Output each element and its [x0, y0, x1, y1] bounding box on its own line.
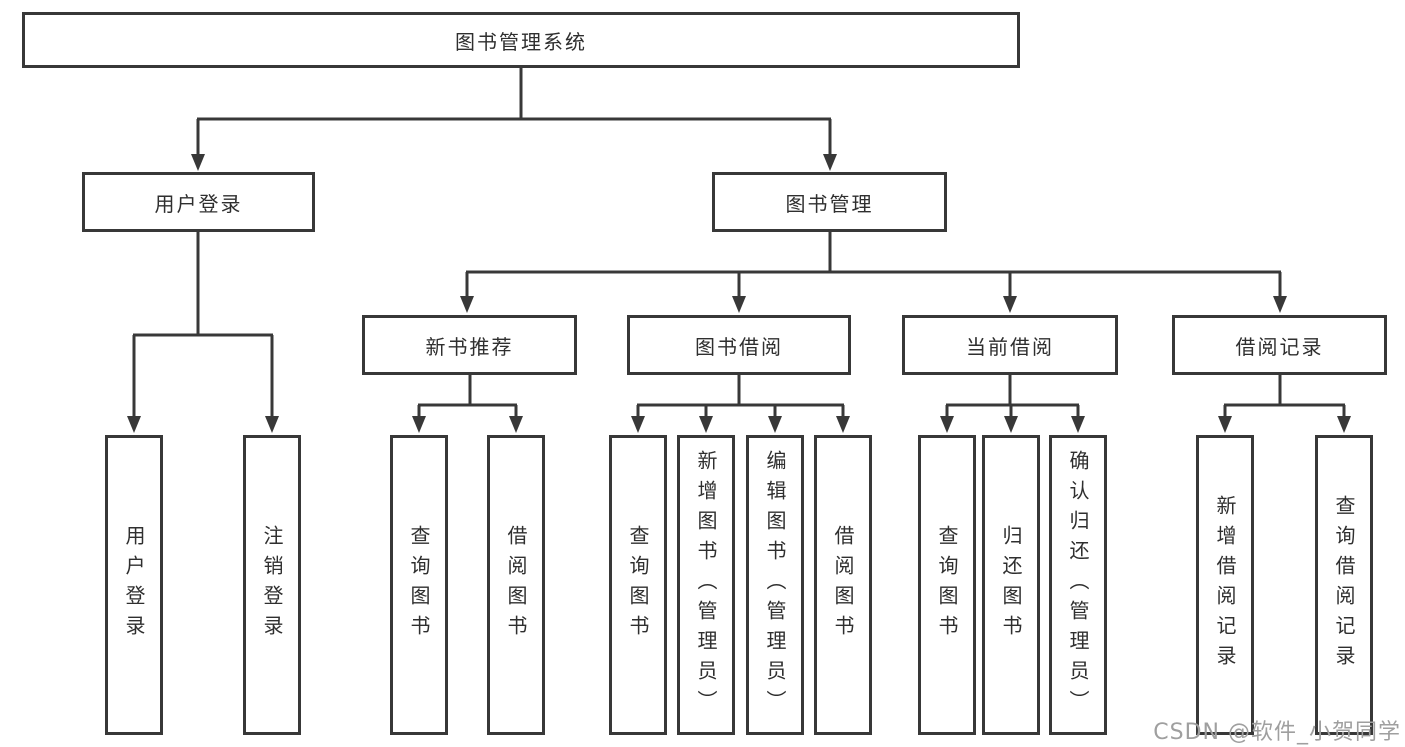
- leaf-user-login: 用户登录: [105, 435, 163, 735]
- node-current-borrowing: 当前借阅: [902, 315, 1118, 375]
- node-book-management: 图书管理: [712, 172, 947, 232]
- node-label: 图书管理系统: [455, 29, 587, 54]
- leaf-return-books: 归还图书: [982, 435, 1040, 735]
- node-label: 图书管理: [785, 191, 874, 216]
- leaf-label: 查询图书: [626, 525, 650, 645]
- leaf-label: 借阅图书: [504, 525, 528, 645]
- leaf-label: 新增图书（管理员）: [694, 450, 718, 720]
- node-new-book-recommendation: 新书推荐: [362, 315, 577, 375]
- arrowheads: [127, 154, 1351, 433]
- leaf-label: 归还图书: [999, 525, 1023, 645]
- leaf-label: 查询图书: [407, 525, 431, 645]
- node-label: 图书借阅: [695, 334, 783, 359]
- node-label: 当前借阅: [966, 334, 1054, 359]
- leaf-label: 用户登录: [122, 525, 146, 645]
- node-book-borrowing: 图书借阅: [627, 315, 851, 375]
- leaf-label: 查询图书: [935, 525, 959, 645]
- leaf-borrow-books-2: 借阅图书: [814, 435, 872, 735]
- leaf-add-books-admin: 新增图书（管理员）: [677, 435, 735, 735]
- leaf-label: 借阅图书: [831, 525, 855, 645]
- csdn-watermark: CSDN @软件_小贺同学: [1153, 720, 1401, 745]
- leaf-confirm-return-admin: 确认归还（管理员）: [1049, 435, 1107, 735]
- node-library-management-system: 图书管理系统: [22, 12, 1020, 68]
- node-label: 用户登录: [154, 191, 243, 216]
- node-label: 借阅记录: [1235, 334, 1324, 359]
- leaf-edit-books-admin: 编辑图书（管理员）: [746, 435, 804, 735]
- leaf-logout: 注销登录: [243, 435, 301, 735]
- leaf-label: 确认归还（管理员）: [1066, 450, 1090, 720]
- node-borrowing-records: 借阅记录: [1172, 315, 1387, 375]
- leaf-query-books-2: 查询图书: [609, 435, 667, 735]
- leaf-label: 编辑图书（管理员）: [763, 450, 787, 720]
- leaf-query-borrow-record: 查询借阅记录: [1315, 435, 1373, 735]
- leaf-label: 注销登录: [260, 525, 284, 645]
- node-user-login: 用户登录: [82, 172, 315, 232]
- leaf-label: 查询借阅记录: [1332, 495, 1356, 675]
- leaf-query-books-3: 查询图书: [918, 435, 976, 735]
- leaf-label: 新增借阅记录: [1213, 495, 1237, 675]
- leaf-add-borrow-record: 新增借阅记录: [1196, 435, 1254, 735]
- leaf-query-books: 查询图书: [390, 435, 448, 735]
- node-label: 新书推荐: [425, 334, 514, 359]
- leaf-borrow-books: 借阅图书: [487, 435, 545, 735]
